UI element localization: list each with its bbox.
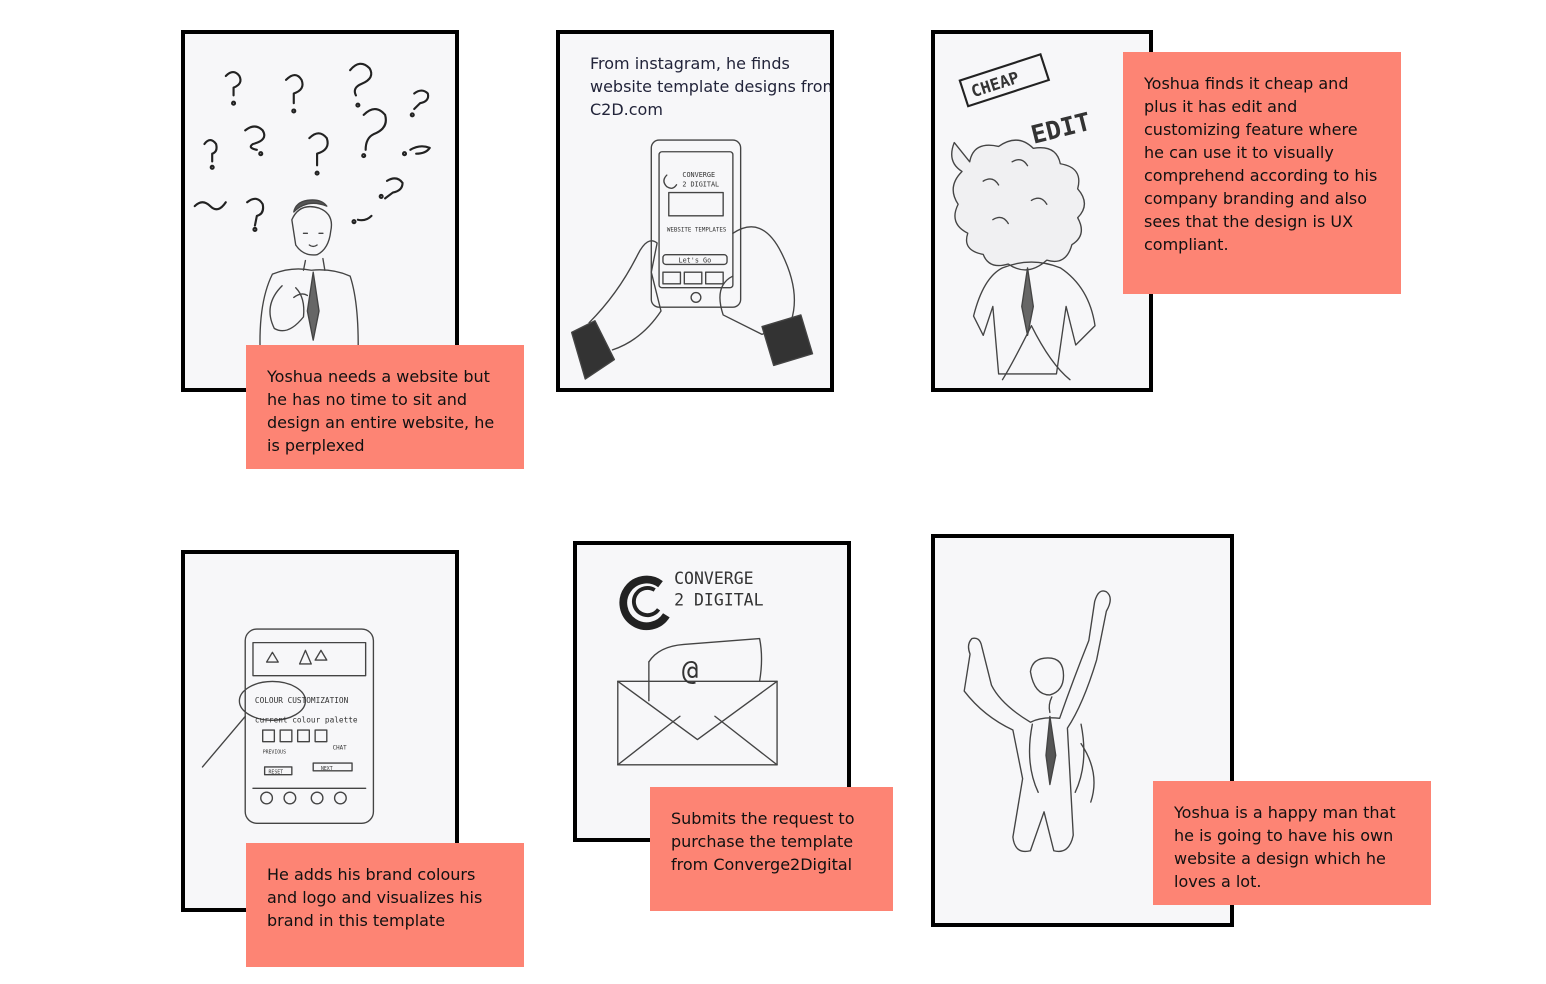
edit-word: EDIT <box>1028 107 1094 150</box>
question-marks <box>193 62 431 232</box>
sketch-brand-line1: CONVERGE <box>682 171 715 179</box>
colour-customization-sketch: COLOUR CUSTOMIZATION current colour pale… <box>201 628 375 824</box>
storyboard-panel-3: CHEAP EDIT <box>931 30 1153 392</box>
sketch-left-label: PREVIOUS <box>263 749 286 755</box>
logo-line1: CONVERGE <box>674 569 753 588</box>
phone-device <box>650 139 742 308</box>
sketch-heading: COLOUR CUSTOMIZATION <box>255 696 349 705</box>
caption-text-panel-6: Yoshua is a happy man that he is going t… <box>1174 803 1396 891</box>
cheap-stamp: CHEAP <box>958 52 1051 108</box>
celebrating-man-figure <box>963 590 1111 853</box>
envelope-icon <box>617 637 778 766</box>
sketch-next-label: NEXT <box>321 766 333 772</box>
tablet-device <box>201 628 375 824</box>
sketch-templates-label: WEBSITE TEMPLATES <box>667 227 727 233</box>
caption-text-panel-1: Yoshua needs a website but he has no tim… <box>267 367 495 455</box>
stamp-word: CHEAP <box>969 68 1022 101</box>
perplexed-man-sketch <box>193 62 431 365</box>
caption-panel-5: Submits the request to purchase the temp… <box>650 787 893 911</box>
cheap-edit-sketch: CHEAP EDIT <box>951 52 1096 381</box>
caption-text-panel-5: Submits the request to purchase the temp… <box>671 809 855 874</box>
logo-line2: 2 DIGITAL <box>674 591 763 610</box>
phone-in-hands-sketch: CONVERGE 2 DIGITAL WEBSITE TEMPLATES Let… <box>570 139 814 380</box>
c2d-logo <box>619 575 670 631</box>
cloud-head-figure <box>951 139 1096 381</box>
hands <box>570 226 814 380</box>
storyboard-panel-2: From instagram, he finds website templat… <box>556 30 834 392</box>
sketch-reset-label: RESET <box>269 770 284 776</box>
email-submission-sketch: CONVERGE 2 DIGITAL @ <box>617 569 778 766</box>
happy-man-sketch <box>963 590 1111 853</box>
caption-text-panel-3: Yoshua finds it cheap and plus it has ed… <box>1144 74 1378 254</box>
man-figure <box>259 199 359 365</box>
caption-panel-6: Yoshua is a happy man that he is going t… <box>1153 781 1431 905</box>
sketch-brand-line2: 2 DIGITAL <box>682 181 719 189</box>
caption-panel-4: He adds his brand colours and logo and v… <box>246 843 524 967</box>
caption-text-panel-4: He adds his brand colours and logo and v… <box>267 865 483 930</box>
sketch-cta-label: Let's Go <box>678 256 711 264</box>
caption-panel-2: From instagram, he finds website templat… <box>590 54 834 119</box>
caption-panel-3: Yoshua finds it cheap and plus it has ed… <box>1123 52 1401 294</box>
at-symbol: @ <box>682 655 698 686</box>
caption-panel-1: Yoshua needs a website but he has no tim… <box>246 345 524 469</box>
sketch-right-label: CHAT <box>333 745 347 751</box>
storyboard-panel-1 <box>181 30 459 392</box>
sketch-subheading: current colour palette <box>255 715 358 724</box>
